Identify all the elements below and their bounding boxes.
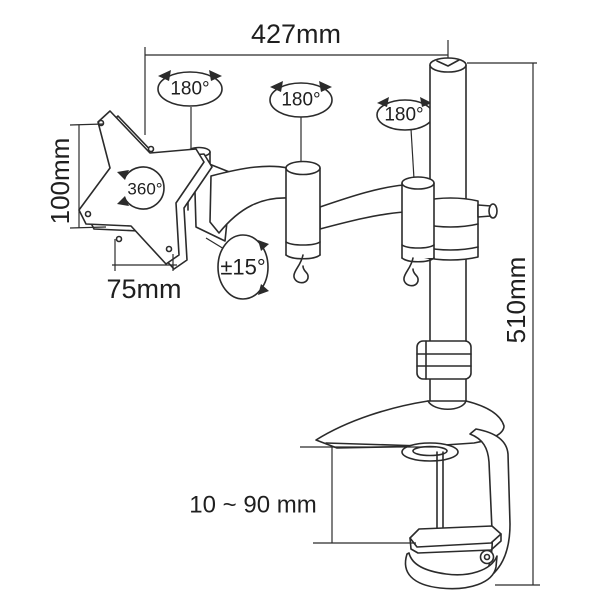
joint1-band xyxy=(285,241,321,246)
mount-screw-4 xyxy=(165,245,173,253)
pad-top xyxy=(409,525,502,548)
swivel-indicator-3: 180° xyxy=(376,97,434,180)
mount-screw-1 xyxy=(97,119,105,127)
rotation-arc xyxy=(124,166,165,210)
swivel-3-label: 180° xyxy=(384,105,423,126)
swivel-indicator-2: 180° xyxy=(269,81,333,118)
vesa-height-label: 100mm xyxy=(45,138,75,225)
joint2-bottom xyxy=(401,257,435,263)
leader-line xyxy=(410,128,415,180)
clamp-pad xyxy=(409,525,502,554)
vesa-width-label: 75mm xyxy=(106,274,181,304)
tilt-ellipse xyxy=(217,234,269,300)
handle-body xyxy=(404,552,498,590)
dim-clamp-range: 10 ~ 90 mm xyxy=(189,446,436,544)
swivel-ellipse xyxy=(157,71,223,107)
rotation-arrow-top xyxy=(117,170,129,180)
cable-hook-rear-icon xyxy=(403,257,419,287)
base-underside-edge xyxy=(325,442,423,447)
desk-base xyxy=(315,400,505,449)
ring-inner xyxy=(412,445,448,457)
tilt-range-label: ±15° xyxy=(220,255,265,280)
rotation-arrow-bottom xyxy=(117,196,129,206)
arm-span-label: 427mm xyxy=(251,19,341,49)
tilt-indicator: ±15° xyxy=(205,234,269,300)
dim-arm-span: 427mm xyxy=(144,19,449,135)
joint2-top-cap xyxy=(401,176,435,190)
clamp-screw-rod xyxy=(436,451,444,533)
handle-knob-center xyxy=(483,553,491,561)
joint2-band xyxy=(401,244,435,249)
pad-edge xyxy=(409,533,502,554)
joint2-fill xyxy=(402,183,434,258)
cable-clip xyxy=(416,340,472,380)
dim-pole-height: 510mm xyxy=(467,62,540,586)
mount-screw-2 xyxy=(84,210,92,218)
arm-joint-front xyxy=(285,160,321,284)
swivel-indicator-1: 180° xyxy=(157,70,223,107)
tilt-arrow-up xyxy=(258,240,269,251)
swivel-arm-front xyxy=(209,165,289,234)
vesa-plate xyxy=(78,110,213,270)
vesa-rotation-label: 360° xyxy=(127,180,162,199)
clip-body xyxy=(416,340,472,380)
pole-cap-seam xyxy=(436,59,460,67)
base-handle-ring xyxy=(401,442,459,462)
clamp-handle xyxy=(404,549,498,590)
swivel-2-label: 180° xyxy=(281,90,320,111)
pole-height-label: 510mm xyxy=(501,257,531,344)
joint1-fill xyxy=(286,168,320,255)
rotation-arrow-left xyxy=(270,81,283,92)
swivel-ellipse xyxy=(269,82,333,118)
dim-vesa-height: 100mm xyxy=(45,123,107,229)
rotation-arrow-left xyxy=(158,70,171,81)
arm-front-body xyxy=(209,165,289,234)
tension-screw xyxy=(477,203,498,219)
screw-knob xyxy=(488,203,498,219)
cable-hook-front-icon xyxy=(293,254,309,284)
pole-saddle xyxy=(427,400,467,411)
arm-joint-rear xyxy=(401,176,435,287)
rotation-360-indicator: 360° xyxy=(117,166,165,210)
arm-rear-body xyxy=(319,184,405,230)
mount-screw-5 xyxy=(147,145,155,153)
rotation-arrow-right xyxy=(420,97,432,107)
mount-screw-3 xyxy=(115,235,123,243)
extension-line-top xyxy=(69,123,104,126)
extension-line-bottom xyxy=(69,226,107,229)
dim-vesa-width: 75mm xyxy=(106,239,182,304)
joint1-top-cap xyxy=(285,160,321,176)
base-foot xyxy=(315,400,505,449)
pole-top-cap xyxy=(429,57,467,73)
tilt-arrow-down xyxy=(258,284,269,295)
rotation-arrow-right xyxy=(319,81,332,92)
rotation-arrow-left xyxy=(377,97,389,107)
swivel-1-label: 180° xyxy=(170,79,209,100)
joint1-bottom xyxy=(285,254,321,260)
clamp-range-label: 10 ~ 90 mm xyxy=(189,492,316,519)
rotation-arrow-right xyxy=(209,70,222,81)
